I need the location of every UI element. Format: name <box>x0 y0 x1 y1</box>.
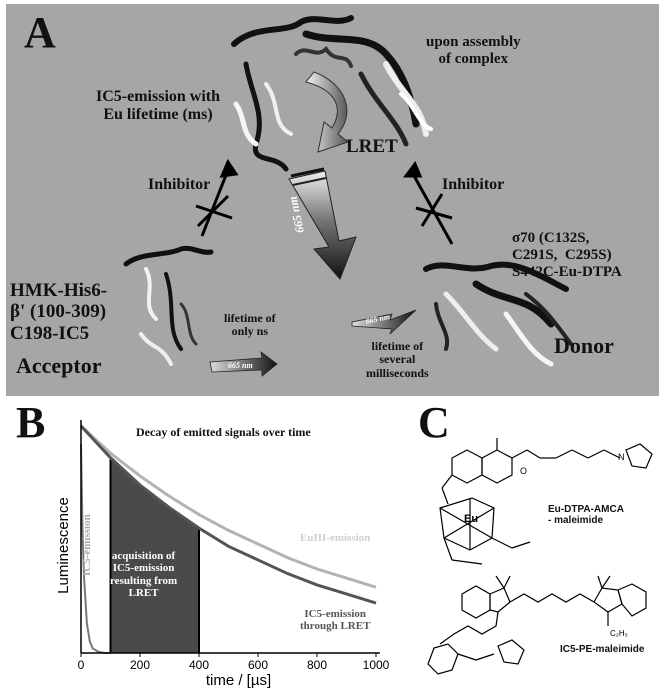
donor-emission-arrow: 665 nm <box>351 309 417 335</box>
eu-dtpa-amca-structure <box>439 438 653 565</box>
label-lifetime-ns: lifetime of only ns <box>224 311 276 339</box>
label-inhibitor-left: Inhibitor <box>148 176 211 193</box>
panel-a: 665 nm <box>6 4 659 396</box>
panel-b-letter: B <box>16 398 46 447</box>
label-eu-emission: EuIII-emission <box>300 532 371 544</box>
panel-b: 0 200 400 600 800 1000 time / [µs] Luminescence… <box>6 398 406 689</box>
label-lifetime-ms: lifetime of several milliseconds <box>366 339 429 380</box>
atom-n-maleimide-1: N <box>618 452 625 462</box>
label-lret: LRET <box>346 136 398 157</box>
acquisition-window-shade <box>110 457 199 653</box>
label-ic5-through-lret: IC5-emission through LRET <box>300 608 371 633</box>
x-tick-label-3: 600 <box>248 658 268 672</box>
label-donor-construct: σ70 (C132S, C291S, C295S) S442C-Eu-DTPA <box>512 230 622 280</box>
label-665nm-acceptor: 665 nm <box>228 361 253 370</box>
label-eu-dtpa-amca-maleimide: Eu-DTPA-AMCA - maleimide <box>548 504 624 527</box>
label-donor: Donor <box>554 333 614 358</box>
label-ic5-pe-maleimide: IC5-PE-maleimide <box>560 644 645 655</box>
acceptor-protein <box>123 245 214 366</box>
x-tick-label-0: 0 <box>78 658 85 672</box>
lret-curved-arrow <box>305 71 350 153</box>
x-tick-label-4: 800 <box>307 658 327 672</box>
label-acquisition-window: acquisition of IC5-emission resulting fr… <box>110 550 178 599</box>
panel-c-letter: C <box>418 398 450 447</box>
decay-chart: 0 200 400 600 800 1000 time / [µs] Luminescence <box>55 420 390 689</box>
panel-a-graphics: 665 nm <box>123 15 573 377</box>
label-acceptor-construct: HMK-His6- β' (100-309) C198-IC5 <box>10 280 108 344</box>
label-upon-assembly: upon assembly of complex <box>426 34 521 67</box>
ic5-pe-maleimide-structure <box>427 575 647 675</box>
y-axis-label: Luminescence <box>55 497 72 594</box>
x-axis-label: time / [µs] <box>206 672 271 689</box>
emission-arrow-665: 665 nm <box>286 167 357 280</box>
atom-o-coumarin: O <box>520 466 527 476</box>
acceptor-emission-arrow: 665 nm <box>209 351 278 377</box>
chart-title: Decay of emitted signals over time <box>136 425 311 439</box>
series-line-2 <box>79 424 377 605</box>
series-line-1 <box>79 424 377 589</box>
x-tick-label-1: 200 <box>130 658 150 672</box>
inhibitor-left-symbol <box>195 158 239 237</box>
panel-c: Eu N O C₂H₅ C Eu-DTPA-AMCA - maleimide I… <box>412 398 665 689</box>
x-tick-label-5: 1000 <box>363 658 390 672</box>
atom-c2h5: C₂H₅ <box>610 629 628 638</box>
label-acceptor: Acceptor <box>16 353 102 378</box>
chemical-structures: Eu N O C₂H₅ <box>427 438 653 675</box>
x-tick-label-2: 400 <box>189 658 209 672</box>
inhibitor-right-symbol <box>403 161 454 245</box>
panel-a-letter: A <box>24 8 56 57</box>
label-inhibitor-right: Inhibitor <box>442 176 505 193</box>
donor-protein <box>423 261 573 367</box>
label-ic5-emission-eu-lifetime: IC5-emission with Eu lifetime (ms) <box>96 88 221 123</box>
atom-eu: Eu <box>464 513 478 525</box>
label-ic5-short-emission: IC5-emission <box>81 514 93 576</box>
complex-protein <box>231 15 433 172</box>
